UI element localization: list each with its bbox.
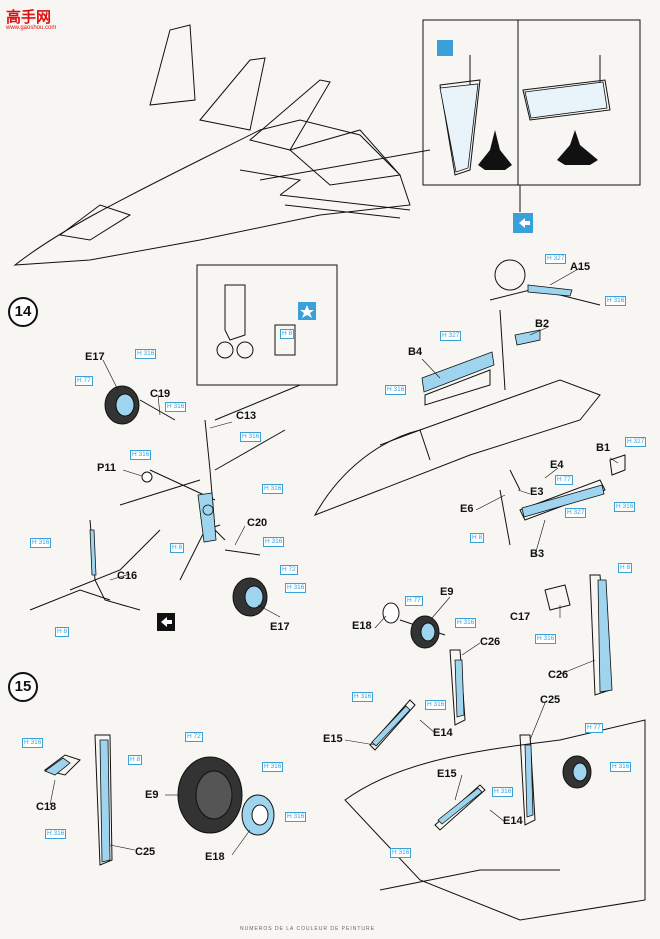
part-label: E17	[85, 351, 105, 363]
step-15-badge: 15	[8, 672, 38, 702]
part-label: E3	[530, 486, 544, 498]
part-label: C25	[540, 694, 561, 706]
part-label: B4	[408, 346, 423, 358]
color-callout: H 316	[535, 634, 557, 644]
color-callout: H 77	[555, 475, 573, 485]
color-callout: H 327	[545, 254, 567, 264]
color-callout: H 316	[390, 848, 412, 858]
part-label: E17	[270, 621, 290, 633]
aircraft-silhouette-icon	[478, 130, 512, 170]
decal-icon	[437, 40, 453, 56]
color-callout: H 316	[610, 762, 632, 772]
color-callout: H 316	[455, 618, 477, 628]
color-callout: H 316	[263, 537, 285, 547]
color-callout: H 316	[22, 738, 44, 748]
step-14-badge: 14	[8, 297, 38, 327]
part-label: C18	[36, 801, 57, 813]
color-callout: H 8	[55, 627, 70, 637]
color-callout: H 327	[625, 437, 647, 447]
part-label: C16	[117, 570, 138, 582]
part-label: E14	[433, 727, 453, 739]
part-label: C19	[150, 388, 171, 400]
part-label: E18	[352, 620, 372, 632]
part-label: E15	[323, 733, 343, 745]
part-label: E18	[205, 851, 225, 863]
part-label: B2	[535, 318, 550, 330]
color-callout: H 316	[285, 812, 307, 822]
part-label: C13	[236, 410, 257, 422]
color-callout: H 316	[492, 787, 514, 797]
part-label: E9	[440, 586, 454, 598]
part-label: E4	[550, 459, 564, 471]
part-label: E15	[437, 768, 457, 780]
color-callout: H 8	[170, 543, 185, 553]
color-callout: H 316	[385, 385, 407, 395]
page-footer: NUMEROS DE LA COULEUR DE PEINTURE	[240, 926, 375, 932]
color-callout: H 327	[440, 331, 462, 341]
part-label: C20	[247, 517, 268, 529]
color-callout: H 316	[135, 349, 157, 359]
part-label: B3	[530, 548, 545, 560]
watermark-site: www.gaoshou.com	[6, 25, 57, 31]
color-callout: H 316	[130, 450, 152, 460]
color-callout: H 316	[352, 692, 374, 702]
part-label: B1	[596, 442, 611, 454]
part-label: P11	[97, 462, 116, 474]
part-label: C26	[548, 669, 569, 681]
part-label: C26	[480, 636, 501, 648]
color-callout: H 77	[75, 376, 93, 386]
color-callout: H 77	[585, 723, 603, 733]
color-callout: H 316	[285, 583, 307, 593]
color-callout: H 316	[262, 762, 284, 772]
color-callout: H 316	[614, 502, 636, 512]
color-callout: H 8	[128, 755, 143, 765]
part-label: E6	[460, 503, 474, 515]
color-callout: H 316	[262, 484, 284, 494]
part-label: A15	[570, 261, 591, 273]
color-callout: H 72	[280, 565, 298, 575]
color-callout: H 72	[185, 732, 203, 742]
part-label: C25	[135, 846, 156, 858]
color-callout: H 316	[45, 829, 67, 839]
color-callout: H 316	[240, 432, 262, 442]
color-callout: H 316	[30, 538, 52, 548]
part-label: C17	[510, 611, 531, 623]
color-callout: H 77	[405, 596, 423, 606]
color-callout: H 8	[470, 533, 485, 543]
color-callout: H 8	[618, 563, 633, 573]
color-callout: H 8	[280, 329, 295, 339]
part-label: E9	[145, 789, 159, 801]
color-callout: H 316	[425, 700, 447, 710]
color-callout: H 316	[165, 402, 187, 412]
color-callout: H 316	[605, 296, 627, 306]
watermark-brand: 高手网	[6, 9, 52, 26]
part-label: E14	[503, 815, 523, 827]
color-callout: H 327	[565, 508, 587, 518]
